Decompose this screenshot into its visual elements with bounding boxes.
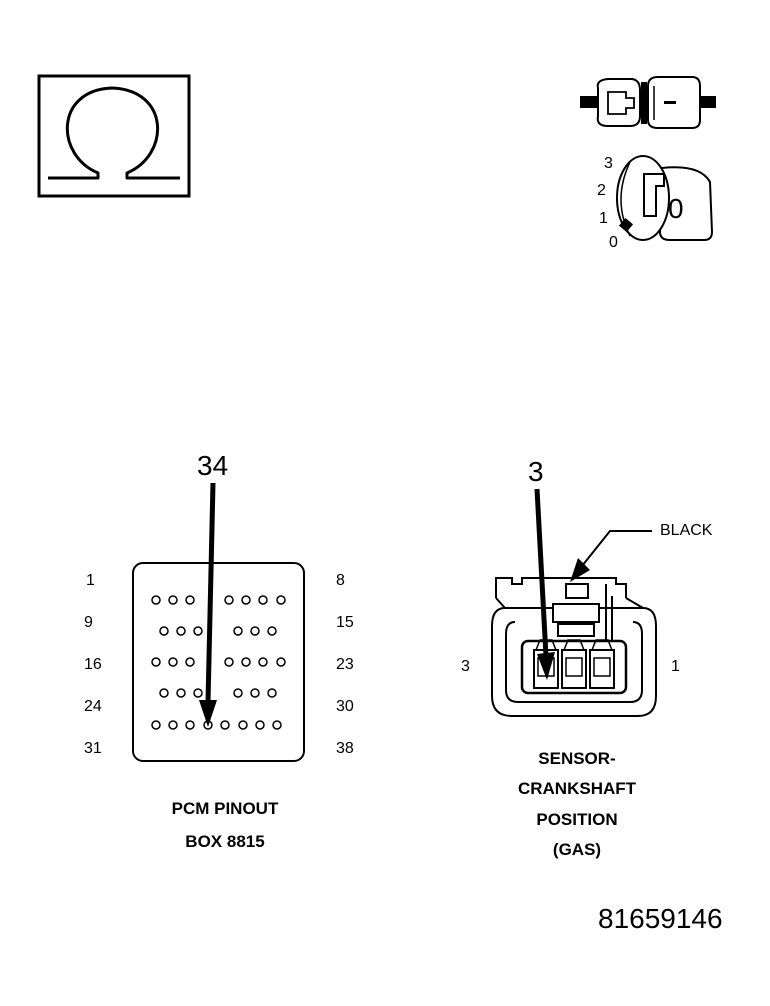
pcm-pin (151, 595, 161, 605)
pcm-pin (258, 657, 268, 667)
pcm-pin (193, 688, 203, 698)
pcm-pin-grid (151, 595, 286, 730)
pcm-pin (250, 688, 260, 698)
pcm-pin (159, 626, 169, 636)
pcm-row-label-right: 15 (336, 614, 354, 631)
selector-position-3: 3 (604, 155, 613, 172)
meter-display-value: 0 (668, 193, 684, 224)
sensor-side-label-left: 3 (461, 658, 470, 675)
pcm-pin (255, 720, 265, 730)
pcm-row-label-left: 24 (84, 698, 102, 715)
pcm-row-label-right: 38 (336, 740, 354, 757)
sensor-caption-line: SENSOR- (538, 749, 616, 768)
pcm-title-line1: PCM PINOUT (171, 799, 279, 818)
pcm-row-label-left: 1 (86, 572, 95, 589)
pcm-row-label-left: 31 (84, 740, 102, 757)
pcm-pin (250, 626, 260, 636)
pcm-row-label-left: 9 (84, 614, 93, 631)
pcm-row-label-left: 16 (84, 656, 102, 673)
selector-position-2: 2 (597, 182, 606, 199)
selector-dial-icon (616, 155, 714, 241)
pcm-pin (276, 595, 286, 605)
pcm-pointer-pin-label: 34 (197, 450, 229, 481)
pcm-pin (168, 720, 178, 730)
pcm-pin (272, 720, 282, 730)
wire-color-label: BLACK (660, 522, 713, 539)
pcm-pin (220, 720, 230, 730)
pcm-pin (241, 595, 251, 605)
selector-position-0: 0 (609, 234, 618, 251)
pcm-pin (258, 595, 268, 605)
pcm-connector (132, 562, 305, 762)
crankshaft-sensor-connector (491, 577, 657, 717)
sensor-side-label-right: 1 (671, 658, 680, 675)
pcm-pin (168, 657, 178, 667)
pcm-pin (185, 595, 195, 605)
pcm-pin (159, 688, 169, 698)
pcm-pin (193, 626, 203, 636)
sensor-caption-line: CRANKSHAFT (517, 779, 637, 798)
pcm-pin (233, 626, 243, 636)
figure-id: 81659146 (598, 903, 723, 934)
pcm-pin (185, 720, 195, 730)
pcm-pin (238, 720, 248, 730)
pcm-pin (185, 657, 195, 667)
pcm-pin (267, 626, 277, 636)
pcm-row-label-right: 8 (336, 572, 345, 589)
sensor-pointer-arrow (534, 488, 555, 680)
pcm-pin (241, 657, 251, 667)
omega-ohm-icon (37, 74, 191, 198)
pcm-pin (224, 657, 234, 667)
pcm-row-label-right: 30 (336, 698, 354, 715)
test-lead-plug-icon (580, 76, 716, 129)
pcm-pointer-arrow (199, 482, 217, 727)
pcm-pin (224, 595, 234, 605)
pcm-pin (168, 595, 178, 605)
sensor-pointer-pin-label: 3 (528, 456, 544, 487)
pcm-row-label-right: 23 (336, 656, 354, 673)
pcm-pin (151, 720, 161, 730)
pcm-pin (267, 688, 277, 698)
pcm-title-line2: BOX 8815 (185, 832, 265, 851)
pcm-pin (233, 688, 243, 698)
wire-color-leader-arrow (570, 530, 652, 582)
sensor-caption-line: POSITION (536, 810, 618, 829)
pcm-pin (276, 657, 286, 667)
sensor-caption-line: (GAS) (552, 840, 602, 859)
pcm-pin (176, 626, 186, 636)
pcm-pin (151, 657, 161, 667)
pcm-pin (176, 688, 186, 698)
selector-position-1: 1 (599, 210, 608, 227)
